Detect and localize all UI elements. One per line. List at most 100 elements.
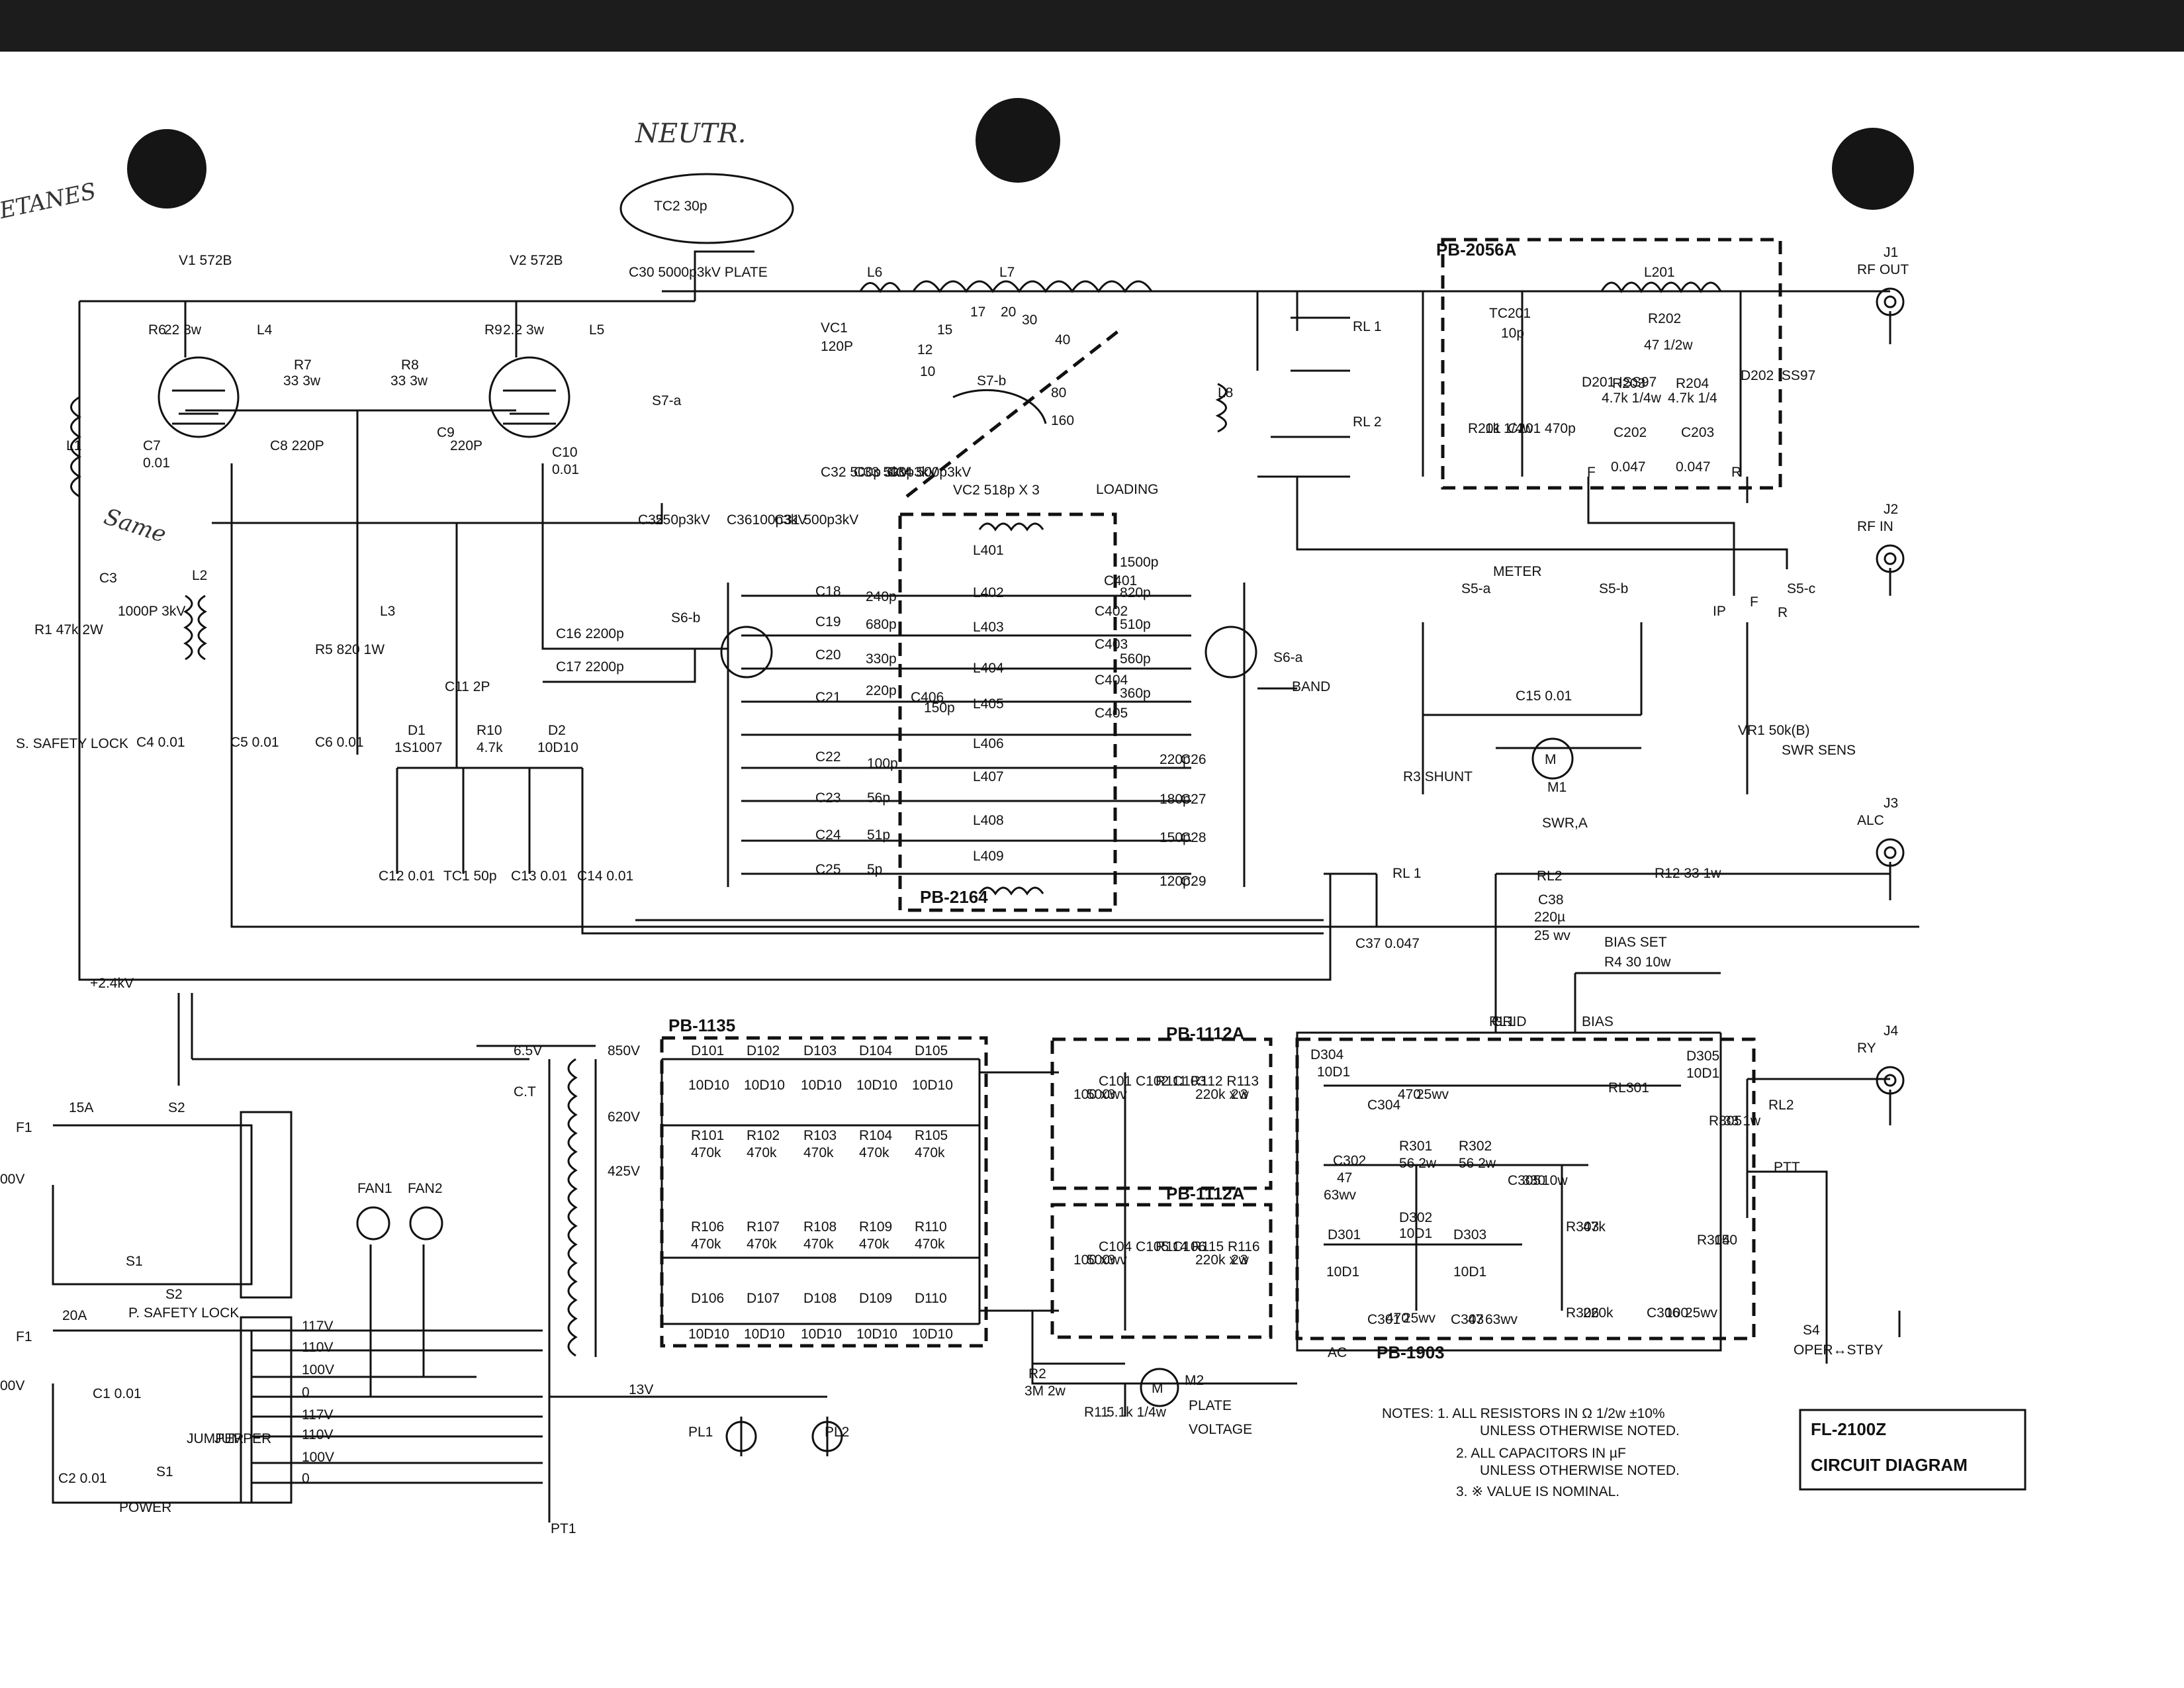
tube-label: V2 572B xyxy=(510,253,563,268)
component-label: 56 2w xyxy=(1399,1156,1437,1171)
meter-m2 xyxy=(1140,1368,1179,1407)
component-label: JUMPER xyxy=(187,1431,244,1446)
component-label: +2.4kV xyxy=(90,976,134,991)
component-label: 330 xyxy=(1522,1173,1545,1188)
component-label: 3. ※ VALUE IS NOMINAL. xyxy=(1456,1484,1619,1499)
component-label: M1 xyxy=(1547,780,1567,795)
component-label: C403 xyxy=(1095,637,1128,652)
component-label: PTT xyxy=(1774,1160,1800,1175)
component-label: 10D10 xyxy=(744,1327,785,1342)
component-label: L405 xyxy=(973,696,1004,712)
title-block xyxy=(1799,1409,2026,1491)
component-label: D106 xyxy=(691,1291,724,1306)
vacuum-tubes xyxy=(158,356,570,438)
component-label: D1 xyxy=(408,723,426,738)
component-label: 25 wv xyxy=(1534,928,1570,943)
component-label: 5.1k 1/4w xyxy=(1107,1405,1167,1420)
component-label: R301 xyxy=(1399,1139,1432,1154)
loading-gang-link xyxy=(905,330,1120,498)
component-label: R11 xyxy=(1084,1405,1109,1420)
component-label: R203 xyxy=(1612,376,1645,391)
component-label: C25 xyxy=(815,862,841,877)
component-label: 00V xyxy=(0,1172,24,1187)
component-label: R110 xyxy=(915,1219,947,1235)
component-label: R3 SHUNT xyxy=(1403,769,1473,784)
component-label: D304 xyxy=(1310,1047,1344,1062)
component-label: 2w xyxy=(1231,1087,1250,1102)
component-label: C34 500p3kV xyxy=(887,465,971,480)
component-label: S7-a xyxy=(652,393,682,408)
component-label: 25wv xyxy=(1416,1087,1449,1102)
board-label: PB-2164 xyxy=(920,887,988,907)
board-pb-1112a xyxy=(1050,1037,1273,1190)
component-label: 10D10 xyxy=(744,1078,785,1093)
component-label: 00V xyxy=(0,1378,24,1393)
component-label: 250p3kV xyxy=(655,512,710,528)
component-label: 330p xyxy=(866,651,897,667)
component-label: 510p xyxy=(1120,617,1151,632)
component-label: RL2 xyxy=(1768,1098,1794,1113)
component-label: 470k xyxy=(915,1237,945,1252)
coil-l401-l409 xyxy=(978,522,1044,896)
connector-jack xyxy=(1876,544,1905,573)
component-label: 13V xyxy=(629,1382,653,1397)
component-label: 10 xyxy=(920,364,935,379)
component-label: 33 3w xyxy=(283,373,321,389)
component-label: R105 xyxy=(915,1128,948,1143)
component-label: FAN2 xyxy=(408,1181,443,1196)
component-label: R xyxy=(1731,465,1741,480)
component-label: 10p xyxy=(1501,326,1524,341)
component-label: R6 xyxy=(148,322,166,338)
component-label: 63wv xyxy=(1485,1312,1518,1327)
component-label: LOADING xyxy=(1096,482,1159,497)
punch-hole xyxy=(976,98,1060,183)
component-label: 220k x 3 xyxy=(1195,1252,1248,1268)
component-label: 680p xyxy=(866,617,897,632)
component-label: R103 xyxy=(803,1128,837,1143)
component-label: 470k xyxy=(859,1145,889,1160)
ac-terminal-strip xyxy=(240,1111,293,1299)
board-label: PB-1903 xyxy=(1377,1342,1445,1362)
component-label: 220µ xyxy=(1534,910,1565,925)
component-label: C33 500p3kV xyxy=(854,465,938,480)
component-label: 10D10 xyxy=(688,1078,729,1093)
component-label: 10D10 xyxy=(856,1078,897,1093)
coil-l1 xyxy=(70,396,81,498)
component-label: S1 xyxy=(156,1464,173,1479)
component-label: 15A xyxy=(69,1100,93,1115)
component-label: PL2 xyxy=(825,1425,849,1440)
component-label: 25wv xyxy=(1685,1305,1718,1321)
component-label: 100V xyxy=(302,1362,334,1378)
handwritten-note: NEUTR. xyxy=(635,118,746,149)
scan-top-edge xyxy=(0,0,2184,52)
component-label: 470k xyxy=(803,1237,834,1252)
component-label: 360p xyxy=(1120,686,1151,701)
component-label: PLATE xyxy=(1189,1398,1232,1413)
component-label: D302 xyxy=(1399,1210,1432,1225)
component-label: 10D10 xyxy=(688,1327,729,1342)
component-label: RL1 xyxy=(1489,1014,1515,1029)
component-label: C402 xyxy=(1095,604,1128,619)
component-label: VC2 518p X 3 xyxy=(953,483,1040,498)
component-label: C5 0.01 xyxy=(230,735,279,750)
component-label: R302 xyxy=(1459,1139,1492,1154)
component-label: C32 500p 3kV xyxy=(821,465,909,480)
tube-v1-electrodes xyxy=(172,389,225,425)
component-label: 560p xyxy=(1120,651,1151,667)
component-label: 0 xyxy=(302,1471,310,1486)
component-label: R109 xyxy=(859,1219,892,1235)
component-label: R106 xyxy=(691,1219,724,1235)
board-pb-2164 xyxy=(898,512,1117,912)
component-label: 10D1 xyxy=(1317,1064,1350,1080)
component-label: UNLESS OTHERWISE NOTED. xyxy=(1480,1423,1680,1438)
switch-s6-a xyxy=(1205,626,1257,679)
component-label: 100p xyxy=(867,756,898,771)
component-label: C26 xyxy=(1181,752,1206,767)
switch-s7-b-arc xyxy=(952,389,1047,424)
component-label: D107 xyxy=(747,1291,780,1306)
component-label: C24 xyxy=(815,827,841,843)
component-label: C9 xyxy=(437,425,455,440)
component-label: F1 xyxy=(16,1120,32,1135)
